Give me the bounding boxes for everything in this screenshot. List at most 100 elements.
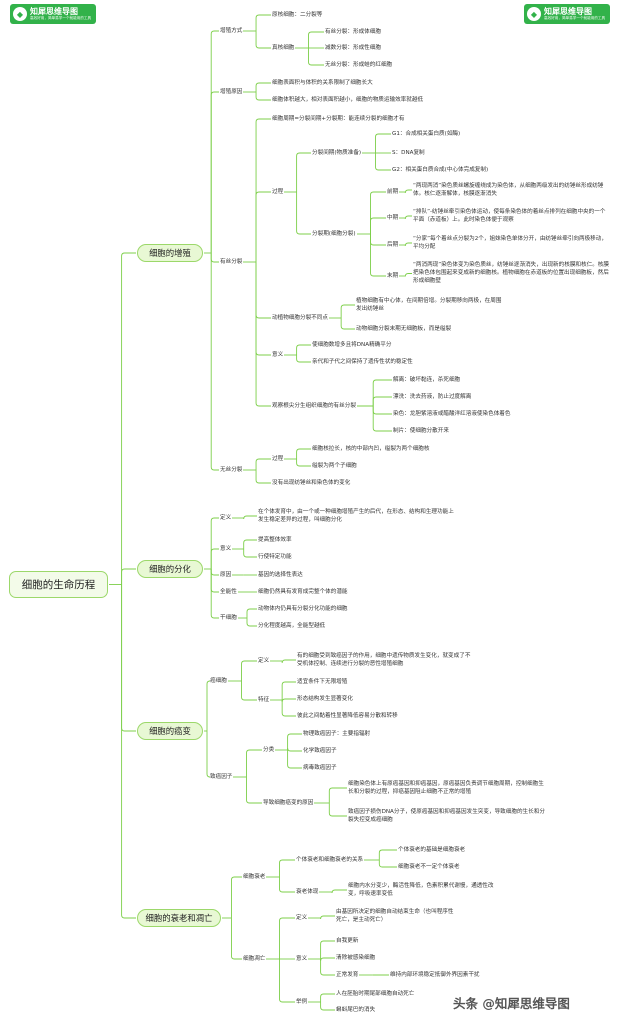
node-cell-aging[interactable]: 细胞衰老 (243, 874, 266, 880)
node-diff-def[interactable]: 定义 (220, 515, 232, 521)
watermark: 头条 @知犀思维导图 (453, 996, 570, 1011)
node-obs-c[interactable]: 染色：龙胆紫溶液或醋酸洋红溶液使染色体着色 (393, 411, 511, 417)
node-aging-relation[interactable]: 个体衰老和细胞衰老的关系 (296, 857, 364, 863)
node-apop-def-text[interactable]: 由基因所决定的细胞自动结束生命（也叫程序性死亡，是主动死亡） (336, 909, 454, 924)
root-topic[interactable]: 细胞的生命历程 (9, 571, 108, 598)
node-amitosis-process[interactable]: 过程 (272, 456, 284, 462)
node-cancer-cause-b[interactable]: 致癌因子损伤DNA分子，使原癌基因和抑癌基因发生突变，导致细胞的生长和分裂失控变… (348, 809, 545, 824)
node-cancer-def[interactable]: 定义 (258, 658, 270, 664)
node-telophase[interactable]: 末期 (387, 273, 399, 279)
node-reason-a[interactable]: 细胞表面积与体积的关系限制了细胞长大 (272, 80, 373, 86)
node-cancer-cause[interactable]: 导致细胞癌变的原因 (263, 800, 314, 806)
brand-name: 知犀思维导图 (544, 7, 592, 16)
node-carcinogen[interactable]: 致癌因子 (210, 774, 233, 780)
node-example-a[interactable]: 人在胚胎时期尾部细胞自动死亡 (336, 991, 415, 997)
brand-name: 知犀思维导图 (30, 7, 78, 16)
node-diff-b[interactable]: 动物细胞分裂末期无细胞板，而是缢裂 (356, 326, 452, 332)
node-interphase[interactable]: 分裂间期(物质准备) (312, 150, 362, 156)
node-carcinogen-class[interactable]: 分类 (263, 747, 275, 753)
node-reason-b[interactable]: 细胞体积越大，相对表面积越小，细胞的物质运输效率就越低 (272, 97, 424, 103)
brand-logo-right: ◆ 知犀思维导图 高效好用，简单易学一个就能用的工具 (524, 4, 610, 24)
node-feature-c[interactable]: 彼此之间黏着性显著降低容易分散和转移 (297, 713, 398, 719)
node-apop-def[interactable]: 定义 (296, 915, 308, 921)
node-prophase[interactable]: 前期 (387, 189, 399, 195)
node-proliferation-way[interactable]: 增殖方式 (220, 28, 243, 34)
node-cancer-cause-a[interactable]: 细胞染色体上有原癌基因和抑癌基因，原癌基因负责调节细胞周期，控制细胞生长和分裂的… (348, 781, 544, 796)
topic-cell-differentiation[interactable]: 细胞的分化 (137, 560, 203, 578)
brand-logo-left: ◆ 知犀思维导图 高效好用，简单易学一个就能用的工具 (10, 4, 96, 24)
node-g2[interactable]: G2：相关蛋白质合成(中心体完成复制) (392, 167, 489, 173)
node-prophase-desc[interactable]: “两现两消”染色质丝螺旋缠绕成为染色体，从细胞两级发出的纺锤丝形成纺锤体。核仁逐… (413, 183, 604, 198)
node-diff-cause[interactable]: 原因 (220, 572, 232, 578)
topic-cell-proliferation[interactable]: 细胞的增殖 (137, 244, 203, 262)
rhino-logo-icon: ◆ (527, 7, 541, 21)
node-apop-meaning-c[interactable]: 正常发育 (336, 972, 359, 978)
node-amitosis[interactable]: 无丝分裂 (220, 467, 243, 473)
node-apoptosis[interactable]: 细胞凋亡 (243, 956, 266, 962)
node-totipotency[interactable]: 全能性 (220, 589, 237, 595)
node-example-b[interactable]: 蝌蚪尾巴的消失 (336, 1007, 376, 1013)
node-totipotency-text[interactable]: 细胞仍然具有发育成完整个体的潜能 (258, 589, 348, 595)
node-prokaryote[interactable]: 原核细胞：二分裂等 (272, 12, 323, 18)
node-stem-a[interactable]: 动物体内仍具有分裂分化功能的细胞 (258, 606, 348, 612)
node-mitosis[interactable]: 有丝分裂 (220, 259, 243, 265)
node-obs-a[interactable]: 解离：破坏黏连，杀死细胞 (393, 377, 461, 383)
node-cancer-cell[interactable]: 癌细胞 (210, 678, 227, 684)
node-aging-show-text[interactable]: 细胞内水分变少，酶活性降低，色素积累代谢慢，通透性改变，呼吸速率变低 (348, 883, 494, 898)
node-diff-def-text[interactable]: 在个体发育中，由一个或一种细胞增殖产生的后代，在形态、结构和生理功能上发生稳定差… (258, 509, 454, 524)
node-g1[interactable]: G1：合成相关蛋白质(如酶) (392, 131, 461, 137)
node-plant-animal-diff[interactable]: 动植物细胞分裂不同点 (272, 315, 328, 321)
brand-slogan: 高效好用，简单易学一个就能用的工具 (30, 16, 92, 20)
node-aging-show[interactable]: 衰老体现 (296, 889, 319, 895)
node-diff-cause-text[interactable]: 基因的选择性表达 (258, 572, 303, 578)
node-feature-a[interactable]: 适宜条件下无限增殖 (297, 679, 348, 685)
topic-cell-cancer[interactable]: 细胞的癌变 (137, 722, 203, 740)
node-meaning-b[interactable]: 亲代和子代之间保持了遗传性状的稳定性 (312, 359, 413, 365)
node-diff-meaning-a[interactable]: 提高整体效率 (258, 537, 292, 543)
node-feature-b[interactable]: 形态结构发生显著变化 (297, 696, 353, 702)
node-anaphase[interactable]: 后期 (387, 242, 399, 248)
node-obs-b[interactable]: 漂洗：洗去药液，防止过度解离 (393, 394, 472, 400)
node-stem-cell[interactable]: 干细胞 (220, 615, 237, 621)
node-diff-meaning[interactable]: 意义 (220, 546, 232, 552)
node-apop-example[interactable]: 举例 (296, 999, 308, 1005)
rhino-logo-icon: ◆ (13, 7, 27, 21)
node-mitosis-process[interactable]: 过程 (272, 189, 284, 195)
node-class-c[interactable]: 病毒致癌因子 (303, 765, 337, 771)
node-class-a[interactable]: 物理致癌因子：主要指辐射 (303, 731, 371, 737)
node-diff-a[interactable]: 植物细胞有中心体，在间期倍增。分裂期移向两极，在周围发出纺锤丝 (356, 298, 502, 313)
node-s-phase[interactable]: S：DNA复制 (392, 150, 425, 156)
node-cancer-def-text[interactable]: 有的细胞受到致癌因子的作用，细胞中遗传物质发生变化，就变成了不受机体控制、连续进… (297, 653, 471, 668)
node-apop-meaning[interactable]: 意义 (296, 956, 308, 962)
node-meiosis-type[interactable]: 减数分裂：形成性细胞 (325, 45, 381, 51)
node-diff-meaning-b[interactable]: 行使特定功能 (258, 554, 292, 560)
node-mitosis-meaning[interactable]: 意义 (272, 352, 284, 358)
brand-slogan: 高效好用，简单易学一个就能用的工具 (544, 16, 606, 20)
topic-aging-apoptosis[interactable]: 细胞的衰老和凋亡 (137, 909, 221, 927)
node-amitosis-p-b[interactable]: 缢裂为两个子细胞 (312, 463, 357, 469)
node-amitosis-c[interactable]: 没有出现纺锤丝和染色体的变化 (272, 480, 351, 486)
node-apop-meaning-a[interactable]: 自我更新 (336, 938, 359, 944)
node-cancer-feature[interactable]: 特征 (258, 697, 270, 703)
node-amitosis-p-a[interactable]: 细胞核拉长，核的中部内凹，缢裂为两个细胞核 (312, 446, 430, 452)
node-obs-d[interactable]: 制片：使细胞分散开来 (393, 428, 449, 434)
node-apop-meaning-c2[interactable]: 维持内部环境稳定抵御外界因素干扰 (390, 972, 480, 978)
node-metaphase-desc[interactable]: “排队”-纺锤丝牵引染色体运动，使每条染色体的着丝点排列在细胞中央的一个平面（赤… (413, 209, 606, 224)
node-mitosis-type[interactable]: 有丝分裂：形成体细胞 (325, 29, 381, 35)
node-stem-b[interactable]: 分化程度越高，全能型越低 (258, 623, 326, 629)
node-apop-meaning-b[interactable]: 清除被感染细胞 (336, 955, 376, 961)
node-meaning-a[interactable]: 使细胞数增多且将DNA精确平分 (312, 342, 392, 348)
node-cell-cycle[interactable]: 细胞周期=分裂间期+分裂期：能连续分裂的细胞才有 (272, 116, 405, 122)
node-proliferation-reason[interactable]: 增殖原因 (220, 89, 243, 95)
node-eukaryote[interactable]: 真核细胞 (272, 45, 295, 51)
node-metaphase[interactable]: 中期 (387, 215, 399, 221)
node-relation-a[interactable]: 个体衰老的基础是细胞衰老 (398, 847, 466, 853)
node-root-tip-observation[interactable]: 观察根尖分生组织细胞的有丝分裂 (272, 403, 356, 409)
node-m-phase[interactable]: 分裂期(细胞分裂) (312, 231, 356, 237)
node-telophase-desc[interactable]: “两消两现”染色体变为染色质丝，纺锤丝逐渐消失，出现新的核膜和核仁。核膜把染色体… (413, 262, 609, 285)
node-class-b[interactable]: 化学致癌因子 (303, 748, 337, 754)
node-amitosis-type[interactable]: 无丝分裂：形成蛙的红细胞 (325, 62, 393, 68)
node-anaphase-desc[interactable]: “分家”每个着丝点分裂为2个，姐妹染色单体分开，由纺锤丝牵引向两极移动，平均分配 (413, 236, 607, 251)
node-relation-b[interactable]: 细胞衰老不一定个体衰老 (398, 864, 460, 870)
